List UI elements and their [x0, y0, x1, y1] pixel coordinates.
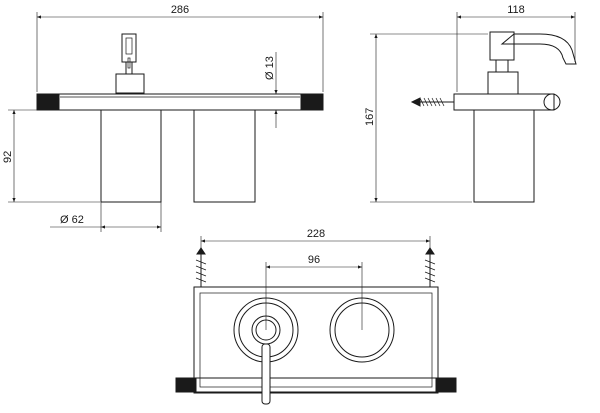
side-view: 118 167 [364, 4, 577, 203]
side-container [473, 109, 535, 203]
label-tube-diameter: Ø 13 [264, 56, 276, 80]
front-cap-left [175, 377, 197, 393]
dim-wall-span: 228 [200, 228, 431, 250]
label-side-width: 118 [507, 4, 525, 16]
anchor-right [424, 247, 436, 287]
label-spacing: 96 [308, 254, 320, 266]
pump-head [489, 31, 515, 61]
tumbler-container [193, 109, 256, 203]
pump-spout [500, 33, 577, 65]
label-overall-width: 286 [171, 4, 189, 16]
dim-overall-width: 286 [36, 4, 324, 92]
dim-holder-height: 92 [2, 109, 100, 203]
bar-end-circle [543, 93, 561, 111]
dispenser-pump [115, 33, 145, 94]
front-view: 286 Ø 13 92 Ø 62 [2, 4, 324, 232]
label-side-height: 167 [364, 108, 376, 126]
label-wall-span: 228 [307, 228, 325, 240]
front-cap-right [435, 377, 457, 393]
anchor-left [195, 247, 207, 287]
wall-plate [193, 286, 439, 394]
soap-container [100, 109, 162, 203]
end-cap-left [36, 93, 60, 111]
top-view: 228 96 [175, 228, 457, 405]
dim-side-height: 167 [364, 33, 488, 203]
pump-lever [261, 343, 271, 405]
dim-side-width: 118 [456, 4, 576, 92]
pump-collar [487, 71, 519, 95]
dim-holder-diameter: Ø 62 [50, 202, 162, 232]
dim-tube-diameter: Ø 13 [262, 52, 282, 128]
label-holder-height: 92 [2, 151, 14, 163]
end-cap-right [300, 93, 324, 111]
wall-screw [410, 97, 454, 107]
label-holder-diameter: Ø 62 [60, 214, 84, 226]
front-bar [175, 377, 457, 393]
tube-bar [36, 93, 324, 111]
dim-spacing: 96 [265, 254, 363, 330]
